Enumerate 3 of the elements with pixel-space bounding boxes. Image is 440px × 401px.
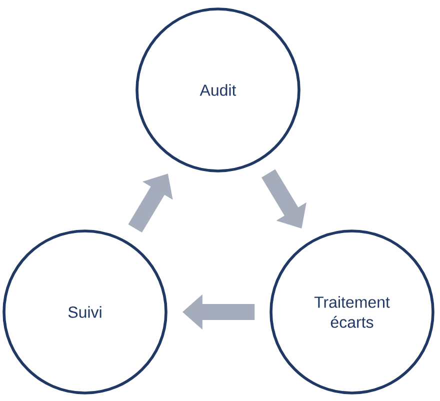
circle-node: Audit — [136, 8, 300, 172]
circle-node: Traitement écarts — [270, 230, 434, 394]
circle-node: Suivi — [2, 230, 168, 394]
